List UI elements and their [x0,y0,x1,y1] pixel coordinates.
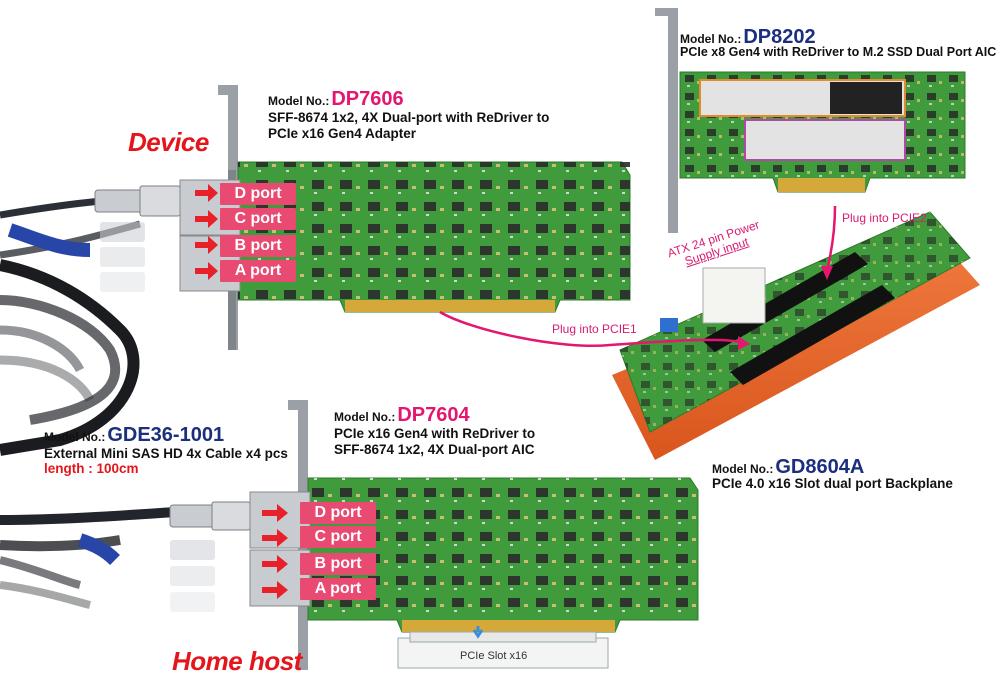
dp7606-model: Model No.:DP7606 [268,88,404,111]
dp8202-model-number: DP8202 [743,26,816,48]
dp7604-model-prefix: Model No.: [334,410,396,424]
dp8202-model-prefix: Model No.: [680,32,742,46]
home-host-label: Home host [172,646,302,676]
dp8202-description: PCIe x8 Gen4 with ReDriver to M.2 SSD Du… [680,45,997,59]
gde36-length: length : 100cm [44,461,139,476]
gde36-model-prefix: Model No.: [44,430,106,444]
gde36-model: Model No.:GDE36-1001 [44,424,224,447]
dp7604-desc-line2: SFF-8674 1x2, 4X Dual-port AIC [334,442,535,457]
dp8202-model: Model No.:DP8202 [680,26,816,49]
gd8604a-model-number: GD8604A [775,456,865,478]
gd8604a-model: Model No.:GD8604A [712,456,864,479]
dp7606-c-port: C port [220,208,296,230]
gd8604a-backplane [612,211,980,460]
gd8604a-description: PCIe 4.0 x16 Slot dual port Backplane [712,476,953,491]
dp7604-model: Model No.:DP7604 [334,404,470,427]
gde36-model-number: GDE36-1001 [107,424,225,446]
dp7606-model-number: DP7606 [331,88,404,110]
dp7604-b-port: B port [300,553,376,575]
pcie-slot-label: PCIe Slot x16 [460,650,528,662]
connection-arrows [439,205,837,350]
dp7606-desc-line1: SFF-8674 1x2, 4X Dual-port with ReDriver… [268,110,550,125]
device-label: Device [128,127,209,157]
dp7604-c-port: C port [300,526,376,548]
dp8202-card [655,8,966,233]
dp7604-card [249,400,699,670]
dp7604-description: PCIe x16 Gen4 with ReDriver to SFF-8674 … [334,426,535,458]
cable-bundle-top [0,185,181,456]
dp7606-desc-line2: PCIe x16 Gen4 Adapter [268,126,417,141]
dp7604-desc-line1: PCIe x16 Gen4 with ReDriver to [334,426,536,441]
gde36-description: External Mini SAS HD 4x Cable x4 pcs [44,446,288,461]
gd8604a-model-prefix: Model No.: [712,462,774,476]
dp7604-d-port: D port [300,502,376,524]
dp7606-model-prefix: Model No.: [268,94,330,108]
dp7606-d-port: D port [220,183,296,205]
dp7604-a-port: A port [300,578,376,600]
cable-bundle-bottom [0,501,251,612]
plug-pcie2-label: Plug into PCIE2 [842,211,927,225]
dp7606-description: SFF-8674 1x2, 4X Dual-port with ReDriver… [268,110,549,142]
dp7606-a-port: A port [220,260,296,282]
dp7604-model-number: DP7604 [397,404,470,426]
plug-pcie1-label: Plug into PCIE1 [552,322,637,336]
dp7606-b-port: B port [220,235,296,257]
